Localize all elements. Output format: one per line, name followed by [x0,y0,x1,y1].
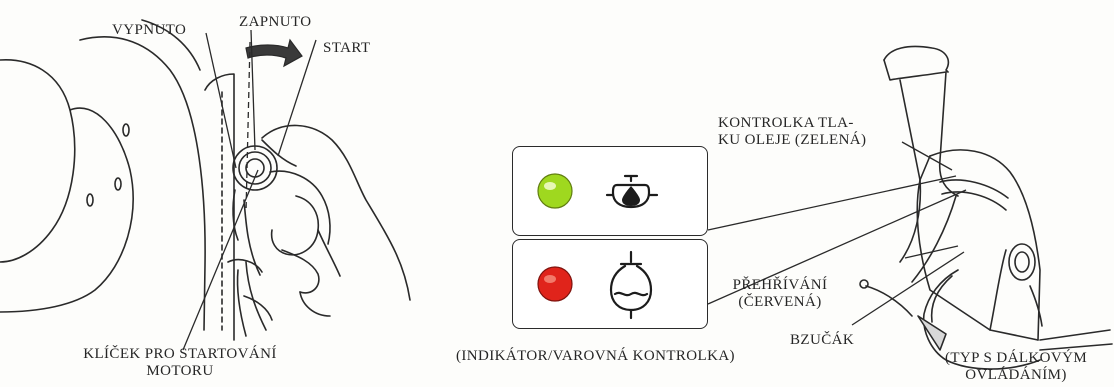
overheat-label-line1: PŘEHŘÍVÁNÍ [732,277,828,293]
start-label: START [323,40,371,56]
overheat-panel [512,239,708,329]
remote-type-caption-line2: OVLÁDÁNÍM) [965,367,1067,383]
ignition-key-label-line2: MOTORU [146,363,214,379]
ignition-key-label: KLÍČEK PRO STARTOVÁNÍ MOTORU [40,346,320,380]
ignition-key-label-line1: KLÍČEK PRO STARTOVÁNÍ [83,346,277,362]
overheat-label-line2: (ČERVENÁ) [738,294,822,310]
remote-control-box-icon [859,45,1113,370]
remote-type-caption: (TYP S DÁLKOVÝM OVLÁDÁNÍM) [926,350,1106,384]
indicator-caption: (INDIKÁTOR/VAROVNÁ KONTROLKA) [456,348,735,364]
overheat-label: PŘEHŘÍVÁNÍ (ČERVENÁ) [718,277,842,311]
oil-pressure-label-line2: KU OLEJE (ZELENÁ) [718,132,867,148]
overheat-icon [610,251,653,320]
oil-pressure-lamp [537,173,574,210]
oil-pressure-panel [512,146,708,236]
remote-type-caption-line1: (TYP S DÁLKOVÝM [944,350,1088,366]
oil-pressure-label: KONTROLKA TLA- KU OLEJE (ZELENÁ) [718,115,866,149]
on-label: ZAPNUTO [239,14,312,30]
buzzer-label: BZUČÁK [790,332,855,348]
oil-pressure-icon [606,175,659,209]
off-label: VYPNUTO [112,22,187,38]
overheat-lamp [537,266,574,303]
oil-pressure-label-line1: KONTROLKA TLA- [718,115,854,131]
